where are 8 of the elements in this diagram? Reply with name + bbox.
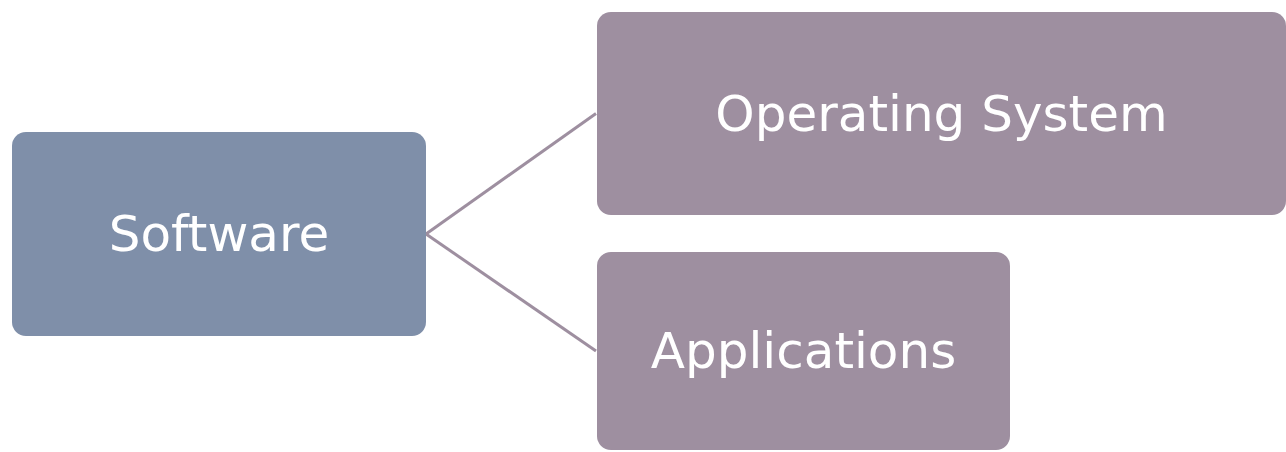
process-box — [597, 12, 1286, 215]
connector-line — [425, 112, 597, 236]
process-box — [12, 132, 426, 336]
box-label: Software — [108, 205, 330, 263]
connector-line — [425, 232, 597, 353]
process-box — [597, 252, 1010, 450]
box-label: Applications — [650, 322, 957, 380]
box-label: Operating System — [715, 84, 1168, 143]
